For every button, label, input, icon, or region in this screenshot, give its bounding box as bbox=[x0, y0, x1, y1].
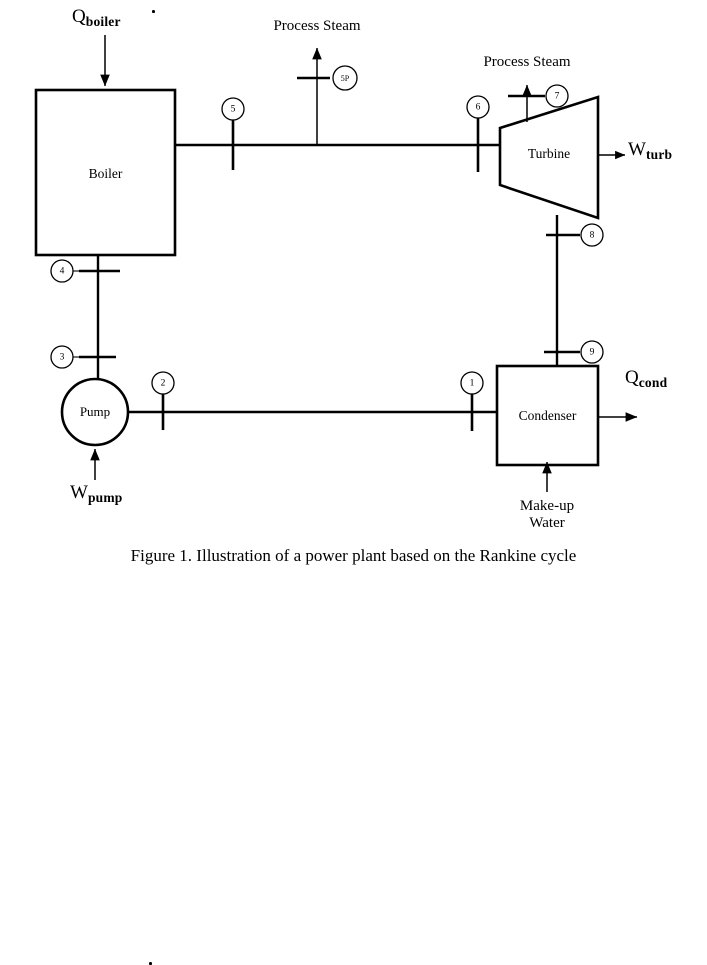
condenser-block[interactable] bbox=[495, 364, 600, 467]
state-point-3-marker[interactable] bbox=[50, 345, 74, 369]
state-point-5p-marker[interactable] bbox=[332, 65, 358, 91]
condenser-label: Condenser bbox=[519, 408, 577, 423]
q-boiler-symbol: Q bbox=[72, 6, 86, 27]
makeup-water-line1: Make-up bbox=[519, 498, 575, 514]
turbine-block[interactable] bbox=[498, 95, 600, 220]
w-turb-subscript: turb bbox=[645, 147, 673, 162]
state-point-1-label: 1 bbox=[470, 379, 475, 389]
state-point-8-label: 8 bbox=[590, 231, 595, 241]
state-point-2-marker[interactable] bbox=[151, 371, 175, 395]
turbine-label: Turbine bbox=[528, 146, 570, 161]
rankine-cycle-figure: Boiler Turbine Condenser Pump 1 2 bbox=[34, 6, 673, 965]
state-point-1-marker[interactable] bbox=[460, 371, 484, 395]
state-point-9-marker[interactable] bbox=[580, 340, 604, 364]
q-boiler-subscript: boiler bbox=[85, 14, 121, 29]
w-pump-subscript: pump bbox=[87, 490, 123, 505]
state-point-5-marker[interactable] bbox=[221, 97, 245, 121]
state-point-9-label: 9 bbox=[590, 348, 595, 358]
q-cond-symbol: Q bbox=[625, 367, 639, 388]
process-steam-1-label: Process Steam bbox=[273, 18, 361, 34]
makeup-water-label: Make-up Water bbox=[487, 498, 607, 533]
state-point-4-label: 4 bbox=[60, 267, 65, 277]
q-cond-subscript: cond bbox=[638, 375, 668, 390]
boiler-label: Boiler bbox=[89, 166, 123, 181]
boiler-block[interactable] bbox=[34, 88, 177, 257]
w-turb-label: Wturb bbox=[628, 139, 672, 163]
process-flow-diagram: Boiler Turbine Condenser Pump 1 2 bbox=[34, 35, 638, 492]
pump-label: Pump bbox=[80, 404, 110, 419]
state-point-5p-label: 5P bbox=[341, 74, 350, 83]
state-point-7-marker[interactable] bbox=[545, 84, 569, 108]
state-point-8-marker[interactable] bbox=[580, 223, 604, 247]
w-pump-symbol: W bbox=[70, 482, 88, 503]
makeup-water-line2: Water bbox=[529, 515, 565, 532]
w-turb-symbol: W bbox=[628, 139, 646, 160]
state-point-6-marker[interactable] bbox=[466, 95, 490, 119]
state-point-7-label: 7 bbox=[555, 92, 560, 102]
state-point-2-label: 2 bbox=[161, 379, 166, 389]
figure-caption: Figure 1. Illustration of a power plant … bbox=[130, 546, 577, 565]
state-point-6-label: 6 bbox=[476, 103, 481, 113]
state-point-4-marker[interactable] bbox=[50, 259, 74, 283]
process-steam-2-label: Process Steam bbox=[483, 54, 571, 70]
pump-block[interactable] bbox=[60, 377, 130, 447]
state-point-3-label: 3 bbox=[60, 353, 65, 363]
state-point-5-label: 5 bbox=[231, 105, 236, 115]
